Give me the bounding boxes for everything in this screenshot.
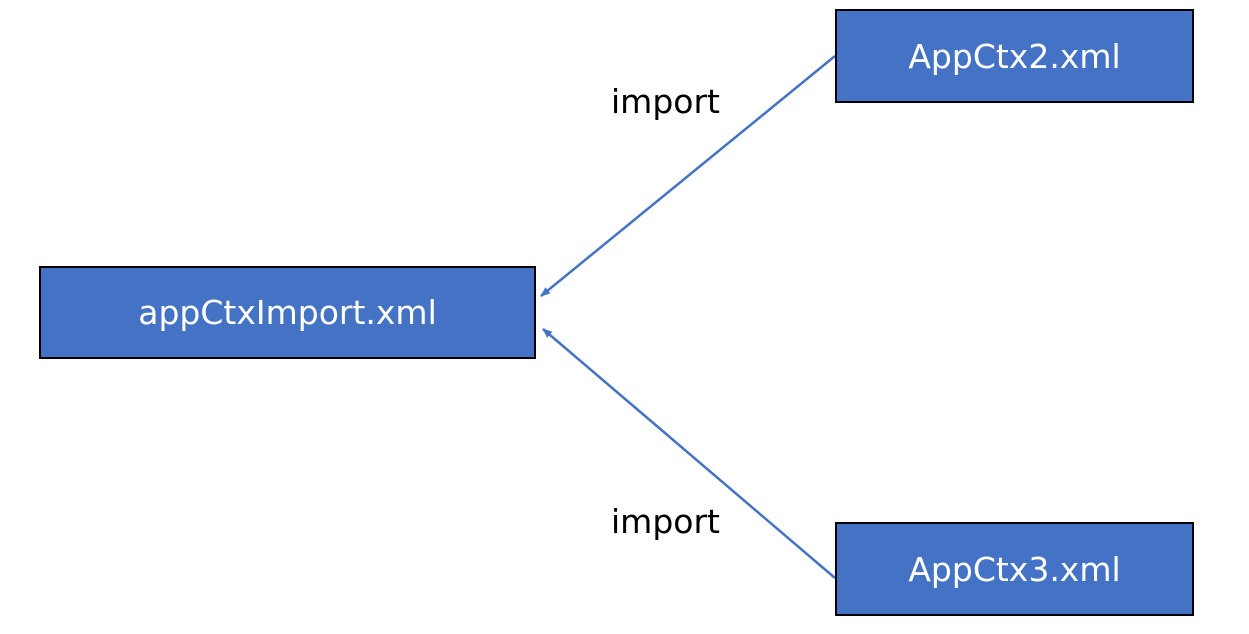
node-appctx2[interactable]: AppCtx2.xml bbox=[835, 9, 1194, 103]
node-appctximport[interactable]: appCtxImport.xml bbox=[39, 266, 536, 359]
edge-ctx3-to-main bbox=[542, 328, 836, 579]
edge-label-import-bottom: import bbox=[611, 502, 720, 541]
edge-label-import-top: import bbox=[611, 82, 720, 121]
node-label: AppCtx3.xml bbox=[908, 549, 1121, 589]
node-appctx3[interactable]: AppCtx3.xml bbox=[835, 522, 1194, 616]
edge-ctx2-to-main bbox=[540, 55, 836, 297]
node-label: AppCtx2.xml bbox=[908, 36, 1121, 76]
node-label: appCtxImport.xml bbox=[138, 293, 437, 332]
